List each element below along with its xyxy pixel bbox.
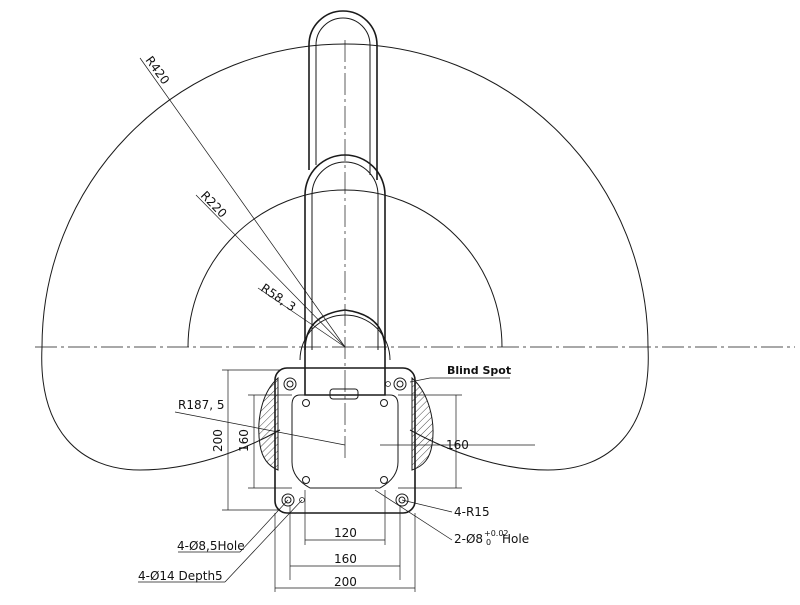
label-dim-160-bottom: 160 (334, 552, 357, 566)
mounting-holes (281, 377, 409, 507)
arm-joint (304, 309, 386, 396)
r187-leader (174, 411, 346, 446)
r58-leader (257, 287, 346, 348)
label-dim-200-bottom: 200 (334, 575, 357, 589)
label-dim-160-right: 160 (446, 438, 469, 452)
label-hole-85: 4-Ø8,5Hole (177, 539, 245, 553)
label-hole-8: 2-Ø8 (454, 532, 483, 546)
label-blind-spot: Blind Spot (447, 364, 511, 377)
label-dim-160-left: 160 (237, 429, 251, 452)
label-dim-200-left: 200 (211, 429, 225, 452)
label-r187: R187, 5 (178, 398, 225, 412)
arm-outer (304, 154, 386, 350)
label-hole-8-tol-upper: +0.02 (484, 529, 509, 538)
label-r15: 4-R15 (454, 505, 490, 519)
label-depth-14: 4-Ø14 Depth5 (138, 569, 223, 583)
dim-160-right (398, 394, 462, 489)
mounting-face (291, 394, 399, 489)
blind-spot-left (258, 376, 279, 471)
label-hole-8-suffix: Hole (502, 532, 529, 546)
upper-arm-inner (315, 17, 371, 175)
r420-leader (139, 57, 346, 348)
label-r220: R220 (198, 188, 230, 220)
dim-160-left (248, 394, 292, 489)
label-dim-120: 120 (334, 526, 357, 540)
r220-leader (195, 194, 346, 348)
dim-bottom (274, 490, 416, 592)
upper-arm-outer (308, 10, 378, 180)
r420-envelope (41, 43, 649, 471)
base-plate (274, 367, 416, 514)
label-r58: R58, 3 (258, 281, 298, 314)
label-hole-8-tol-lower: 0 (486, 538, 491, 547)
r220-envelope (187, 189, 503, 348)
arm-inner (311, 161, 379, 350)
dim-200-left (222, 369, 280, 511)
label-r420: R420 (143, 54, 173, 88)
connector-plug (329, 388, 359, 400)
